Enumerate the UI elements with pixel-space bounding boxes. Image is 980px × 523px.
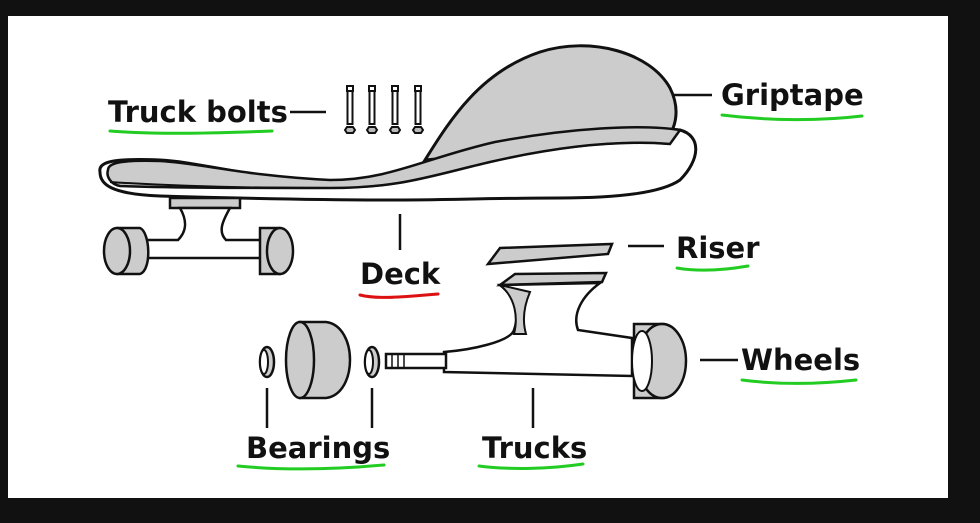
assembled-wheel-left [102,226,150,276]
truck-wheel [631,322,688,400]
loose-wheel [284,320,352,400]
underline-riser [675,264,750,272]
bearing-right [363,345,381,379]
label-wheels: Wheels [741,343,860,377]
riser-pad [485,242,614,266]
axle-threads [391,354,405,368]
deck-edge-line [109,141,671,190]
assembled-truck-hanger [138,206,264,260]
label-riser: Riser [676,231,760,265]
label-bearings: Bearings [246,431,390,465]
underline-trucks [477,462,585,470]
underline-wheels [740,378,858,385]
underline-bearings [236,463,386,471]
label-truck-bolts: Truck bolts [108,95,288,129]
underline-truck-bolts [108,129,274,135]
label-deck: Deck [360,257,441,291]
bearing-left [258,345,276,379]
assembled-baseplate [168,196,242,210]
underline-deck [358,292,440,299]
truck-hanger [442,281,634,378]
truck-bolts-group [344,85,424,134]
truck-kingpin-shade [499,284,532,335]
label-trucks: Trucks [482,431,587,465]
assembled-wheel-right [258,226,295,276]
underline-griptape [720,113,864,122]
label-griptape: Griptape [721,78,864,112]
truck-axle [384,352,448,370]
leader-lines [265,93,738,428]
